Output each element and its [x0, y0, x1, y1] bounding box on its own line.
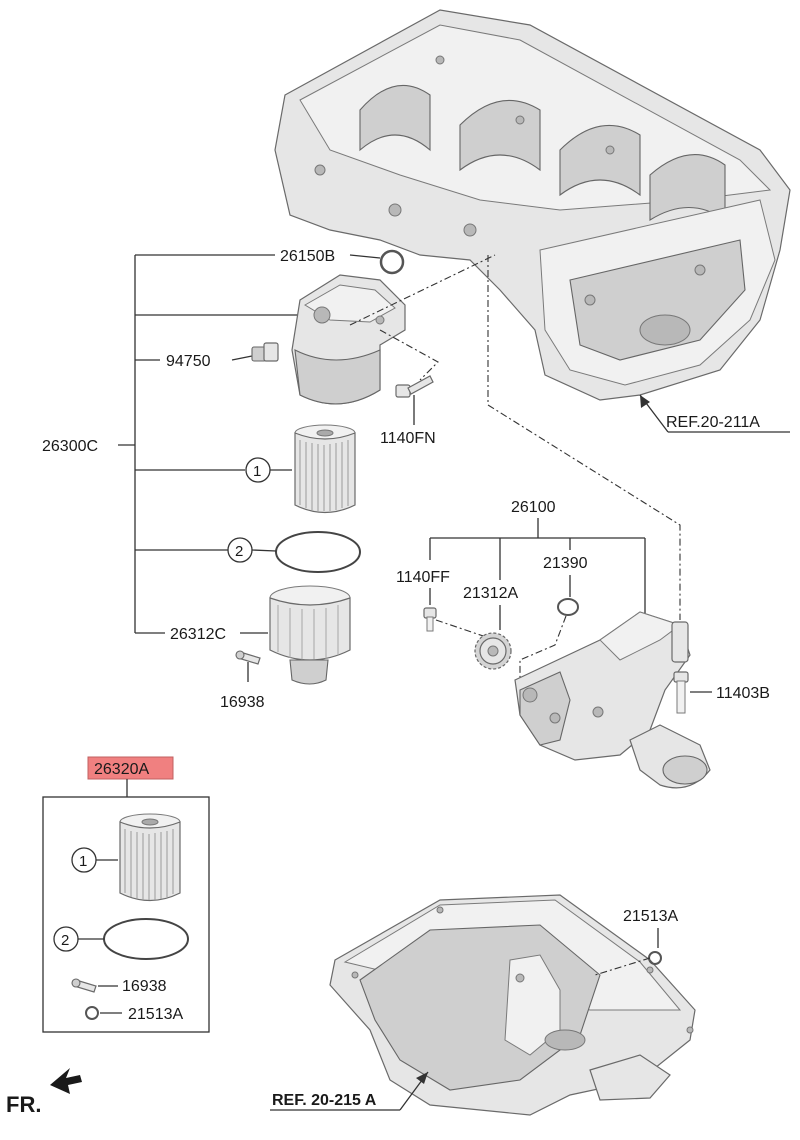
- label-16938-kit[interactable]: 16938: [122, 978, 167, 995]
- sprocket-21312A: [474, 632, 512, 670]
- o-ring-21390: [557, 598, 579, 616]
- kit-filter-element: [119, 813, 181, 902]
- callout-1-top-text: 1: [253, 463, 261, 480]
- label-21312A[interactable]: 21312A: [463, 585, 518, 602]
- callout-1-kit-text: 1: [79, 853, 87, 870]
- front-arrow-icon: [50, 1068, 82, 1094]
- filter-cap-26312C: [269, 585, 351, 685]
- engine-block: [274, 9, 791, 401]
- label-11403B[interactable]: 11403B: [716, 685, 770, 702]
- o-ring-26150B: [379, 249, 405, 275]
- label-21513A-kit[interactable]: 21513A: [128, 1006, 183, 1023]
- o-ring-large-kit: [103, 918, 189, 960]
- kit-label-highlight: [87, 756, 174, 780]
- label-26312C[interactable]: 26312C: [170, 626, 226, 643]
- bolt-1140FN: [395, 375, 434, 398]
- label-21513A-pan[interactable]: 21513A: [623, 908, 678, 925]
- label-94750[interactable]: 94750: [166, 353, 211, 370]
- oil-pan: [329, 894, 696, 1116]
- assembly-bracket-26100: [429, 518, 646, 618]
- drain-pin-16938: [235, 650, 261, 665]
- label-26150B[interactable]: 26150B: [280, 248, 335, 265]
- ref-pan-label[interactable]: REF. 20-215 A: [272, 1092, 377, 1109]
- label-26320A[interactable]: 26320A: [94, 761, 149, 778]
- label-21390[interactable]: 21390: [543, 555, 588, 572]
- pan-drain-gasket: [648, 951, 662, 965]
- ref-pan-arrow: [416, 1072, 428, 1084]
- assembly-bracket-26300C: [118, 254, 305, 634]
- label-26300C[interactable]: 26300C: [42, 438, 98, 455]
- front-label: FR.: [6, 1092, 41, 1117]
- callout-2-kit-text: 2: [61, 932, 69, 949]
- filter-element: [294, 424, 356, 514]
- ref-block-label[interactable]: REF.20-211A: [666, 414, 760, 431]
- label-1140FF[interactable]: 1140FF: [396, 569, 450, 586]
- label-1140FN[interactable]: 1140FN: [380, 430, 436, 447]
- bolt-11403B: [673, 671, 689, 714]
- kit-box: [42, 796, 210, 1033]
- o-ring-large-top: [275, 531, 361, 573]
- ref-block-arrow: [640, 395, 650, 408]
- pressure-sensor-94750: [251, 342, 279, 362]
- oil-filter-housing: [291, 274, 406, 405]
- label-16938-top[interactable]: 16938: [220, 694, 265, 711]
- kit-o-ring-small: [85, 1006, 99, 1020]
- callout-2-top-text: 2: [235, 543, 243, 560]
- bolt-1140FF: [423, 607, 437, 632]
- oil-pump-26100: [514, 611, 711, 789]
- label-26100[interactable]: 26100: [511, 499, 556, 516]
- kit-drain-pin: [71, 978, 97, 993]
